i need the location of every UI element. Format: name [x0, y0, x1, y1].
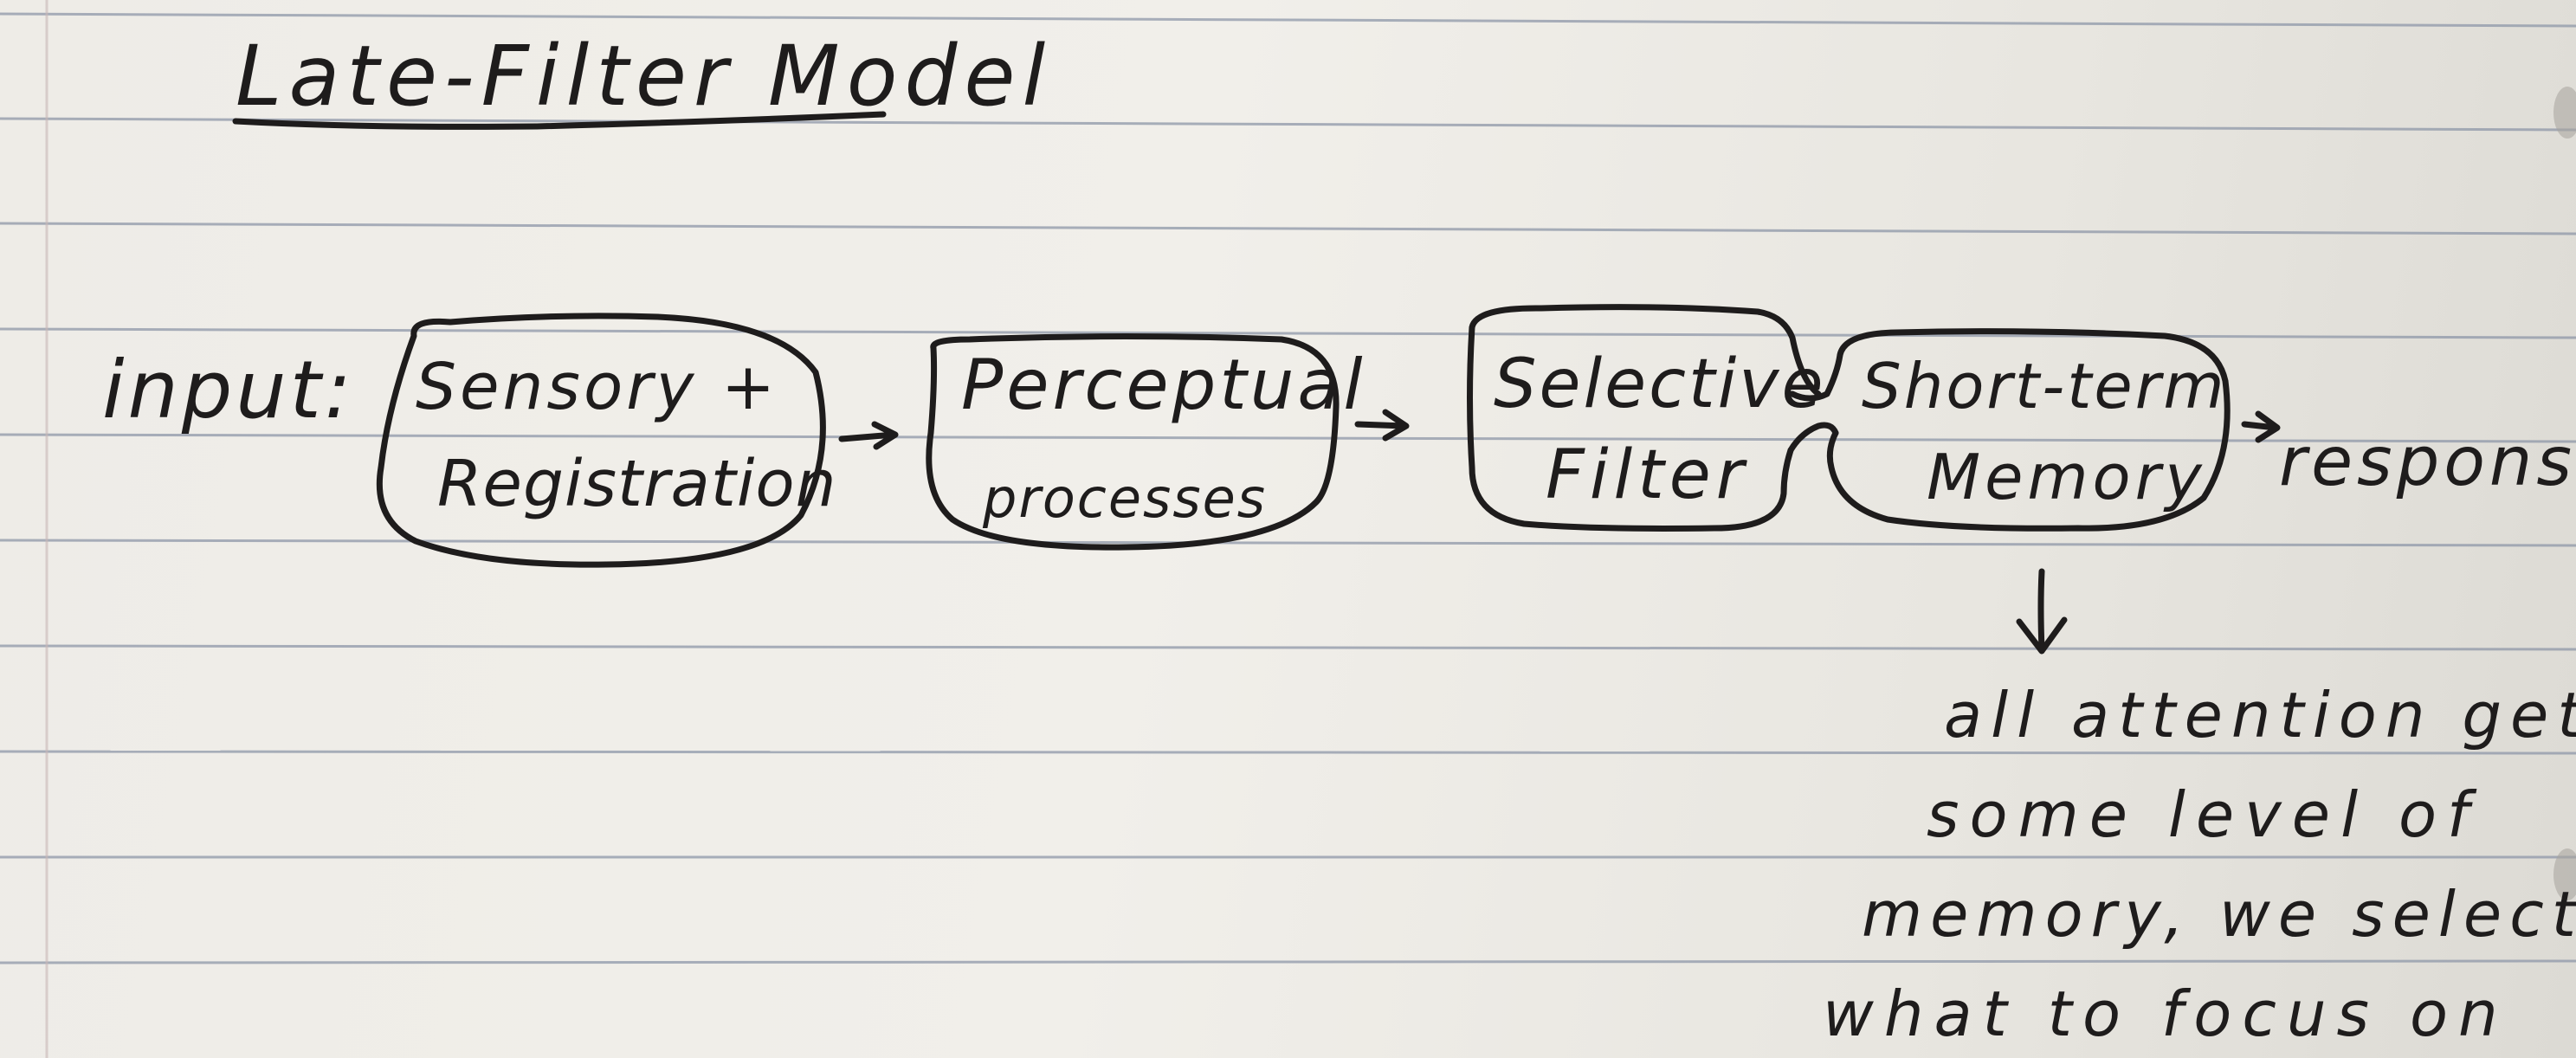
ruled-line [0, 539, 2576, 547]
response-label: response [2279, 423, 2576, 501]
filter-box-outline [1467, 304, 1822, 532]
memory-box-line-1: Short-term [1862, 350, 2227, 423]
arrow-memory-to-note [2037, 568, 2045, 653]
sensory-box-line-1: Sensory + [416, 350, 778, 424]
ruled-line [0, 222, 2576, 235]
title-underline [232, 111, 887, 130]
ruled-line [0, 327, 2576, 339]
ruled-line [0, 117, 2576, 132]
perceptual-box-line-1: Perceptual [961, 345, 1366, 425]
diagram-title: Late-Filter Model [236, 28, 1053, 125]
note-line-1: all attention gets [1944, 679, 2576, 752]
sensory-box-outline [376, 313, 826, 568]
arrow-perceptual-to-filter [1354, 421, 1408, 429]
binder-hole [2553, 848, 2576, 900]
note-line-2: some level of [1927, 778, 2480, 851]
ruled-line [0, 959, 2576, 964]
ruled-line [0, 644, 2576, 651]
note-line-4: what to focus on [1823, 977, 2508, 1050]
sensory-box-line-2: Registration [437, 447, 837, 521]
input-label: input: [102, 344, 355, 436]
ruled-line [0, 12, 2576, 28]
arrow-memory-to-note-head [2016, 616, 2068, 655]
arrow-memory-to-response [2241, 421, 2279, 431]
note-line-3: memory, we select [1862, 878, 2576, 951]
perceptual-box-outline [926, 333, 1340, 551]
arrow-sensory-to-perceptual [838, 431, 897, 442]
memory-box-outline [1826, 328, 2231, 532]
filter-memory-connector [1787, 352, 1843, 454]
ruled-line [0, 433, 2576, 443]
memory-box-line-2: Memory [1927, 441, 2206, 513]
filter-box-line-2: Filter [1546, 436, 1749, 514]
filter-box-line-1: Selective [1494, 345, 1826, 423]
ruled-lines [0, 12, 2576, 964]
arrow-perceptual-to-filter-head [1382, 409, 1410, 442]
binder-hole [2553, 87, 2576, 139]
perceptual-box-line-2: processes [983, 467, 1268, 530]
ruled-line [0, 750, 2576, 755]
arrow-sensory-to-perceptual-head [871, 421, 899, 450]
arrow-memory-to-response-head [2255, 410, 2281, 443]
